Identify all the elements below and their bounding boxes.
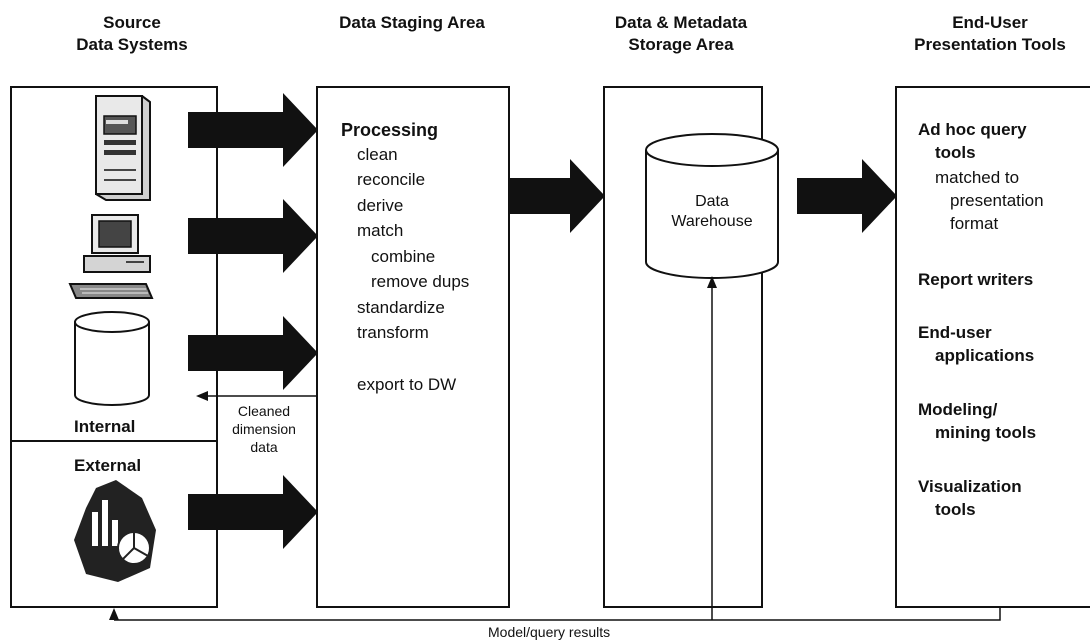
model-query-results-arrow: [109, 276, 1001, 621]
adhoc-sub-1: matched to: [935, 168, 1020, 187]
desktop-computer-icon: [68, 214, 154, 299]
external-label: External: [74, 456, 142, 475]
data-warehouse-cylinder: [645, 133, 779, 279]
charts-icon: [74, 480, 156, 582]
adhoc-title: Ad hoc query: [918, 120, 1027, 139]
header-storage: Data & Metadata Storage Area: [614, 13, 748, 54]
step-derive: derive: [357, 196, 404, 215]
report-writers: Report writers: [918, 270, 1034, 289]
step-remove-dups: remove dups: [371, 272, 470, 291]
step-standardize: standardize: [357, 298, 445, 317]
step-reconcile: reconcile: [357, 170, 426, 189]
step-match: match: [357, 221, 404, 240]
modeling-title: Modeling/: [918, 400, 998, 419]
data-warehouse-label: Data Warehouse: [671, 193, 753, 230]
enduser-title-2: applications: [935, 346, 1035, 365]
processing-title: Processing: [341, 120, 439, 140]
cleaned-dimension-arrow: [196, 391, 316, 401]
step-transform: transform: [357, 323, 429, 342]
database-cylinder-icon: [74, 311, 150, 406]
flow-arrow: [510, 159, 605, 233]
enduser-title: End-user: [918, 323, 992, 342]
header-source: Source Data Systems: [76, 13, 188, 54]
step-clean: clean: [357, 145, 398, 164]
visualization-title: Visualization: [918, 477, 1022, 496]
server-icon: [95, 95, 151, 201]
flow-arrow: [188, 199, 318, 273]
staging-box: [316, 86, 510, 608]
step-export: export to DW: [357, 375, 457, 394]
flow-arrow: [188, 93, 318, 167]
flow-arrow: [188, 475, 318, 549]
model-query-label: Model/query results: [488, 624, 611, 640]
cleaned-dimension-label: Cleaned dimension data: [232, 403, 296, 455]
modeling-title-2: mining tools: [935, 423, 1037, 442]
header-presentation: End-User Presentation Tools: [914, 13, 1066, 54]
adhoc-title-2: tools: [935, 143, 976, 162]
visualization-title-2: tools: [935, 500, 976, 519]
step-combine: combine: [371, 247, 436, 266]
header-staging: Data Staging Area: [339, 13, 485, 32]
presentation-box: [895, 86, 1090, 608]
internal-label: Internal: [74, 417, 136, 436]
flow-arrow: [797, 159, 897, 233]
flow-arrow: [188, 316, 318, 390]
adhoc-sub-2: presentation: [950, 191, 1044, 210]
adhoc-sub-3: format: [950, 214, 999, 233]
